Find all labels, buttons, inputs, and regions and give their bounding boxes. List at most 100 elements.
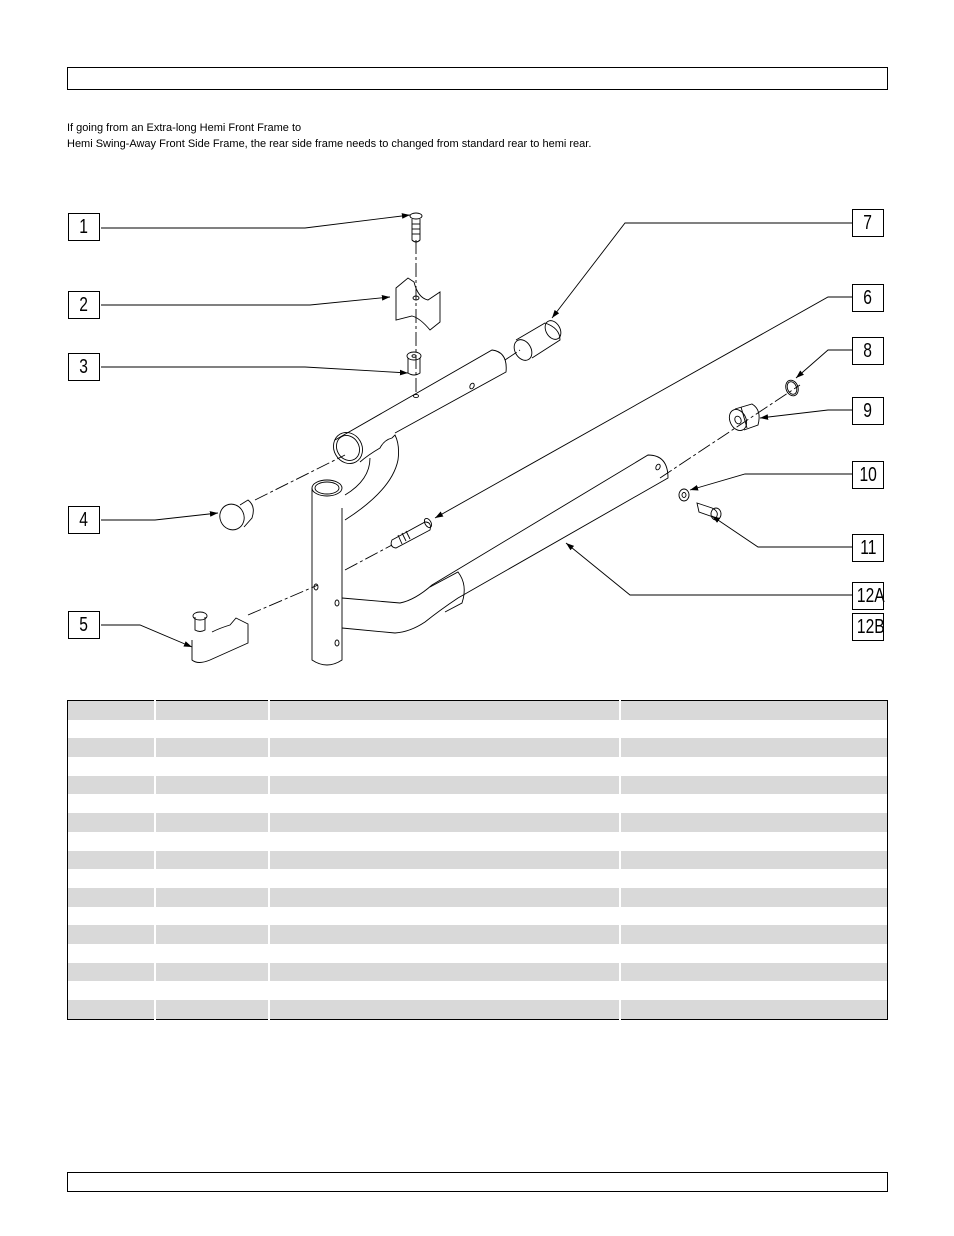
table-cell bbox=[67, 981, 156, 1000]
table-cell bbox=[268, 700, 620, 720]
table-cell bbox=[67, 700, 156, 720]
screw-part-11 bbox=[696, 502, 722, 521]
pin-part-6 bbox=[390, 517, 433, 549]
table-cell bbox=[268, 925, 620, 944]
callout-6[interactable]: 6 bbox=[852, 284, 884, 312]
table-cell bbox=[154, 981, 270, 1000]
callout-label: 8 bbox=[863, 340, 873, 362]
leader-3 bbox=[101, 366, 409, 376]
table-cell bbox=[154, 700, 270, 720]
table-cell bbox=[67, 738, 156, 758]
table-cell bbox=[67, 831, 156, 851]
table-cell bbox=[618, 869, 888, 888]
leader-1 bbox=[101, 213, 411, 229]
callout-9[interactable]: 9 bbox=[852, 397, 884, 425]
table-row bbox=[67, 869, 888, 888]
table-cell bbox=[268, 794, 620, 814]
callout-label: 4 bbox=[79, 509, 89, 531]
callout-label: 7 bbox=[863, 212, 873, 234]
callout-7[interactable]: 7 bbox=[852, 209, 884, 237]
leader-10 bbox=[689, 473, 852, 491]
table-cell bbox=[618, 906, 888, 926]
table-cell bbox=[618, 1000, 888, 1020]
bracket-part-5 bbox=[191, 611, 249, 663]
table-cell bbox=[618, 813, 888, 832]
table-cell bbox=[268, 775, 620, 795]
assembly-note: If going from an Extra-long Hemi Front F… bbox=[67, 120, 591, 152]
table-cell bbox=[618, 943, 888, 963]
table-cell bbox=[154, 850, 270, 870]
table-cell bbox=[154, 719, 270, 739]
leader-4 bbox=[101, 511, 219, 521]
callout-label: 9 bbox=[863, 400, 873, 422]
callout-2[interactable]: 2 bbox=[68, 291, 100, 319]
table-cell bbox=[67, 906, 156, 926]
table-cell bbox=[268, 850, 620, 870]
table-cell bbox=[618, 794, 888, 814]
table-row bbox=[67, 906, 888, 926]
callout-11[interactable]: 11 bbox=[852, 534, 884, 562]
table-row bbox=[67, 757, 888, 776]
table-cell bbox=[67, 775, 156, 795]
table-row bbox=[67, 775, 888, 795]
callout-4[interactable]: 4 bbox=[68, 506, 100, 534]
ring-part-8 bbox=[785, 379, 799, 397]
callout-5[interactable]: 5 bbox=[68, 611, 100, 639]
callout-1[interactable]: 1 bbox=[68, 213, 100, 241]
callout-8[interactable]: 8 bbox=[852, 337, 884, 365]
leader-11 bbox=[711, 515, 852, 548]
table-row bbox=[67, 962, 888, 982]
table-row bbox=[67, 850, 888, 870]
note-line-2: Hemi Swing-Away Front Side Frame, the re… bbox=[67, 138, 592, 150]
table-cell bbox=[67, 869, 156, 888]
callout-label: 2 bbox=[79, 294, 89, 316]
table-cell bbox=[268, 813, 620, 832]
table-row bbox=[67, 794, 888, 814]
callout-12b[interactable]: 12B bbox=[852, 613, 885, 641]
table-cell bbox=[67, 925, 156, 944]
table-cell bbox=[268, 887, 620, 907]
lower-tube-12a bbox=[341, 454, 669, 634]
table-cell bbox=[154, 1000, 270, 1020]
parts-table bbox=[67, 700, 888, 1020]
leader-9 bbox=[759, 409, 852, 420]
table-cell bbox=[268, 831, 620, 851]
table-cell bbox=[268, 906, 620, 926]
table-cell bbox=[67, 962, 156, 982]
table-cell bbox=[67, 943, 156, 963]
table-cell bbox=[154, 757, 270, 776]
table-cell bbox=[154, 962, 270, 982]
callout-3[interactable]: 3 bbox=[68, 353, 100, 381]
callout-label: 5 bbox=[79, 614, 89, 636]
exploded-parts-diagram bbox=[101, 212, 852, 666]
table-cell bbox=[618, 981, 888, 1000]
table-cell bbox=[154, 925, 270, 944]
upper-tube bbox=[333, 349, 507, 521]
table-cell bbox=[154, 869, 270, 888]
table-row bbox=[67, 1000, 888, 1020]
table-cell bbox=[618, 775, 888, 795]
table-row bbox=[67, 738, 888, 758]
table-cell bbox=[618, 757, 888, 776]
table-cell bbox=[618, 962, 888, 982]
table-cell bbox=[154, 775, 270, 795]
leader-5 bbox=[101, 624, 193, 648]
bushing-part-3 bbox=[406, 351, 422, 399]
table-cell bbox=[67, 850, 156, 870]
callout-10[interactable]: 10 bbox=[852, 461, 884, 489]
screw-part-1 bbox=[409, 212, 423, 243]
vertical-post bbox=[311, 479, 343, 666]
table-row bbox=[67, 981, 888, 1000]
cap-part-4 bbox=[219, 499, 254, 531]
table-cell bbox=[618, 850, 888, 870]
table-row bbox=[67, 943, 888, 963]
table-cell bbox=[268, 943, 620, 963]
callout-12a[interactable]: 12A bbox=[852, 582, 885, 610]
table-cell bbox=[67, 1000, 156, 1020]
table-cell bbox=[268, 757, 620, 776]
table-cell bbox=[154, 738, 270, 758]
washer-part-10 bbox=[678, 488, 690, 502]
table-cell bbox=[67, 794, 156, 814]
table-row bbox=[67, 700, 888, 720]
table-cell bbox=[67, 757, 156, 776]
